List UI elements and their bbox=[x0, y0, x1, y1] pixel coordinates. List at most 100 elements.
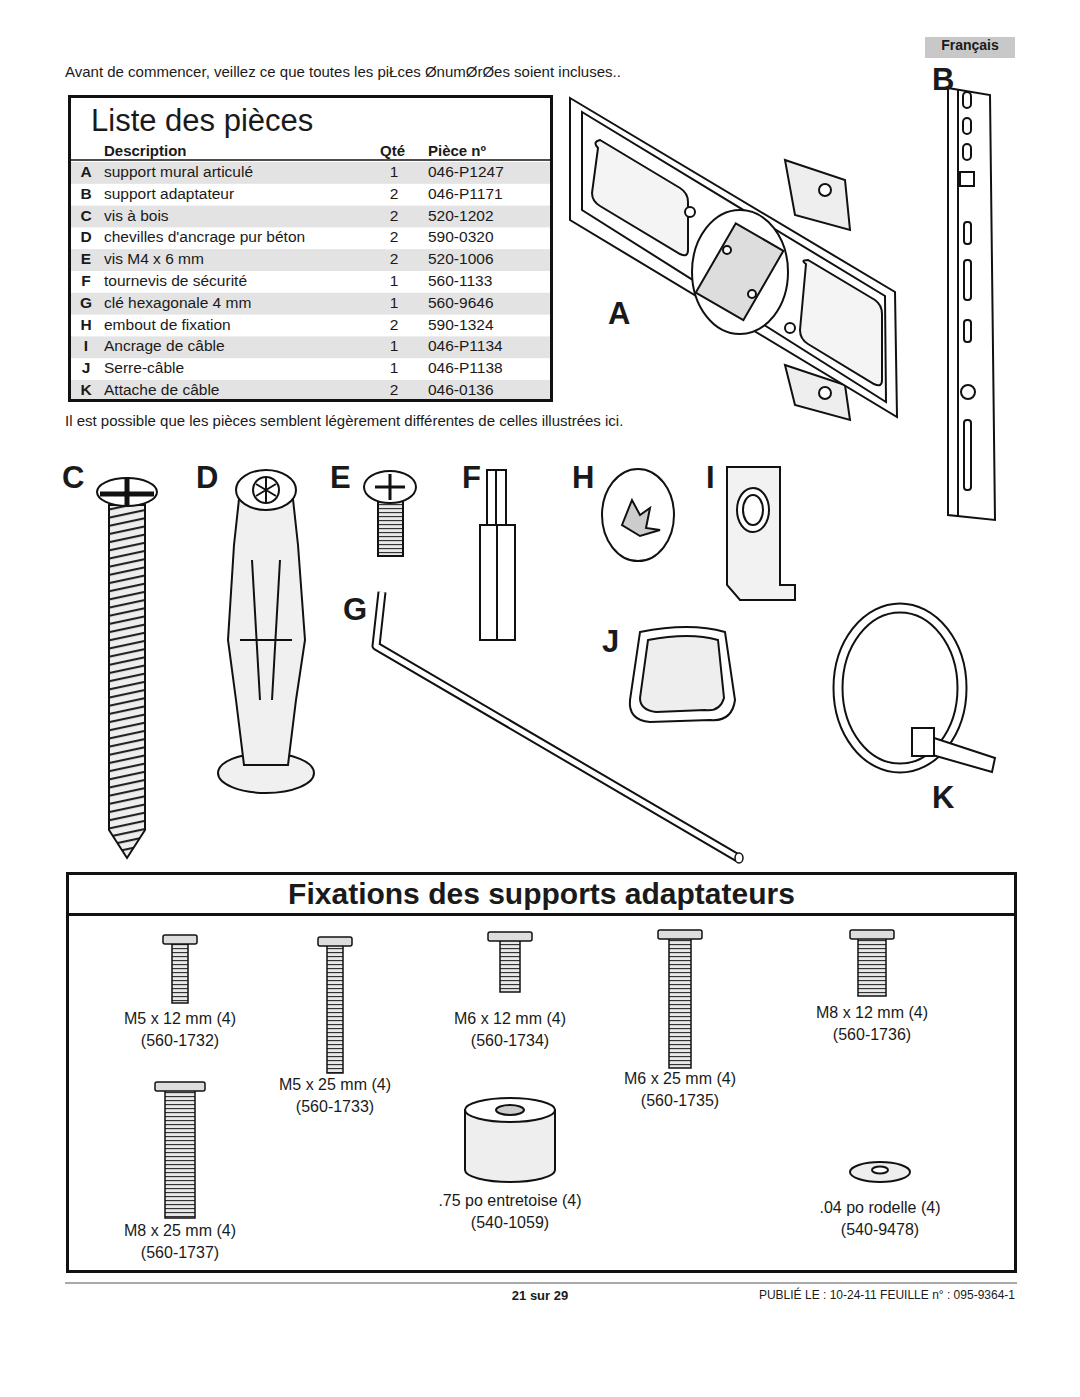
bolt-shank bbox=[165, 1090, 195, 1218]
hex-key bbox=[376, 592, 743, 863]
cable-tie bbox=[838, 608, 995, 772]
table-cell: 520-1006 bbox=[428, 250, 494, 268]
table-cell: 1 bbox=[390, 337, 399, 355]
caption: M5 x 25 mm (4) bbox=[279, 1076, 391, 1094]
table-cell: J bbox=[82, 359, 91, 377]
table-cell: 1 bbox=[390, 294, 399, 312]
table-cell: K bbox=[80, 381, 91, 399]
table-cell: 2 bbox=[390, 228, 399, 246]
fixing-bit bbox=[602, 469, 674, 561]
caption: (560-1732) bbox=[141, 1032, 219, 1050]
table-cell: D bbox=[80, 228, 91, 246]
table-cell: 520-1202 bbox=[428, 207, 494, 225]
caption: (560-1734) bbox=[471, 1032, 549, 1050]
caption: Avant de commencer, veillez ce que toute… bbox=[65, 63, 621, 80]
footer-rule bbox=[65, 1283, 1017, 1284]
bolts bbox=[155, 930, 894, 1218]
caption: Description bbox=[104, 142, 187, 159]
table-cell: E bbox=[81, 250, 91, 268]
caption: 21 sur 29 bbox=[512, 1289, 568, 1304]
table-cell: 590-0320 bbox=[428, 228, 494, 246]
callout-letter: G bbox=[343, 592, 367, 628]
table-cell: 2 bbox=[390, 381, 399, 399]
bolt-shank bbox=[669, 938, 691, 1068]
table-cell: tournevis de sécurité bbox=[104, 272, 247, 290]
bolt-shank bbox=[858, 938, 886, 996]
bolt-head bbox=[658, 930, 702, 939]
table-cell: chevilles d'ancrage pur béton bbox=[104, 228, 305, 246]
caption: (540-9478) bbox=[841, 1221, 919, 1239]
table-title: Liste des pièces bbox=[91, 102, 550, 139]
callout-letter: A bbox=[608, 296, 630, 332]
caption: .04 po rodelle (4) bbox=[820, 1199, 941, 1217]
caption: (540-1059) bbox=[471, 1214, 549, 1232]
caption: Qté bbox=[380, 142, 405, 159]
table-cell: F bbox=[81, 272, 90, 290]
caption: (560-1735) bbox=[641, 1092, 719, 1110]
bolt-head bbox=[318, 937, 352, 946]
caption: Pièce nº bbox=[428, 142, 486, 159]
table-cell: 046-P1247 bbox=[428, 163, 504, 181]
security-bit bbox=[480, 470, 515, 640]
caption: M5 x 12 mm (4) bbox=[124, 1010, 236, 1028]
tab-label: Français bbox=[925, 37, 1015, 54]
callout-letter: K bbox=[932, 780, 954, 816]
table-cell: C bbox=[80, 207, 91, 225]
table-cell: 2 bbox=[390, 250, 399, 268]
table-cell: 046-P1138 bbox=[428, 359, 503, 377]
table-cell: 1 bbox=[390, 359, 399, 377]
bolt-head bbox=[850, 930, 894, 939]
wall-mount bbox=[570, 98, 897, 420]
table-cell: support mural articulé bbox=[104, 163, 253, 181]
table-cell: 1 bbox=[390, 272, 399, 290]
m4-screw bbox=[364, 471, 416, 556]
table-cell: A bbox=[80, 163, 91, 181]
callout-letter: D bbox=[196, 460, 218, 496]
callout-letter: B bbox=[932, 62, 954, 98]
table-cell: 046-P1134 bbox=[428, 337, 503, 355]
callout-letter: C bbox=[62, 460, 84, 496]
panel-heading: Fixations des supports adaptateurs bbox=[69, 875, 1014, 916]
fasteners-panel: Fixations des supports adaptateurs bbox=[66, 872, 1017, 1273]
bolt-shank bbox=[500, 940, 520, 992]
caption: M6 x 12 mm (4) bbox=[454, 1010, 566, 1028]
bolt-head bbox=[488, 932, 532, 941]
caption: .75 po entretoise (4) bbox=[438, 1192, 581, 1210]
language-tab: Français bbox=[925, 37, 1015, 58]
caption: (560-1737) bbox=[141, 1244, 219, 1262]
parts-table: Liste des pièces bbox=[68, 95, 553, 402]
table-cell: 046-0136 bbox=[428, 381, 494, 399]
table-rule bbox=[71, 159, 550, 161]
table-cell: Ancrage de câble bbox=[104, 337, 225, 355]
table-cell: vis à bois bbox=[104, 207, 169, 225]
callout-letter: F bbox=[462, 460, 481, 496]
table-cell: 2 bbox=[390, 185, 399, 203]
table-cell: embout de fixation bbox=[104, 316, 231, 334]
table-cell: 560-1133 bbox=[428, 272, 492, 290]
caption: Il est possible que les pièces semblent … bbox=[65, 412, 623, 429]
table-cell: B bbox=[80, 185, 91, 203]
caption: (560-1733) bbox=[296, 1098, 374, 1116]
table-cell: 1 bbox=[390, 163, 399, 181]
bolt-shank bbox=[172, 943, 188, 1003]
table-cell: Attache de câble bbox=[104, 381, 219, 399]
callout-letter: J bbox=[602, 624, 619, 660]
caption: M6 x 25 mm (4) bbox=[624, 1070, 736, 1088]
table-cell: 2 bbox=[390, 207, 399, 225]
table-cell: H bbox=[80, 316, 91, 334]
cable-anchor bbox=[727, 467, 795, 600]
callout-letter: H bbox=[572, 460, 594, 496]
bolt-head bbox=[163, 935, 197, 944]
table-cell: clé hexagonale 4 mm bbox=[104, 294, 251, 312]
caption: M8 x 25 mm (4) bbox=[124, 1222, 236, 1240]
caption: PUBLIÉ LE : 10-24-11 FEUILLE n° : 095-93… bbox=[759, 1289, 1015, 1303]
caption: (560-1736) bbox=[833, 1026, 911, 1044]
callout-letter: I bbox=[706, 460, 715, 496]
table-shading bbox=[71, 162, 550, 399]
spacer bbox=[465, 1098, 555, 1182]
cable-clip bbox=[630, 627, 735, 722]
wood-screw bbox=[97, 477, 157, 858]
table-cell: 560-9646 bbox=[428, 294, 494, 312]
bolt-shank bbox=[327, 945, 343, 1073]
washer bbox=[850, 1162, 910, 1182]
